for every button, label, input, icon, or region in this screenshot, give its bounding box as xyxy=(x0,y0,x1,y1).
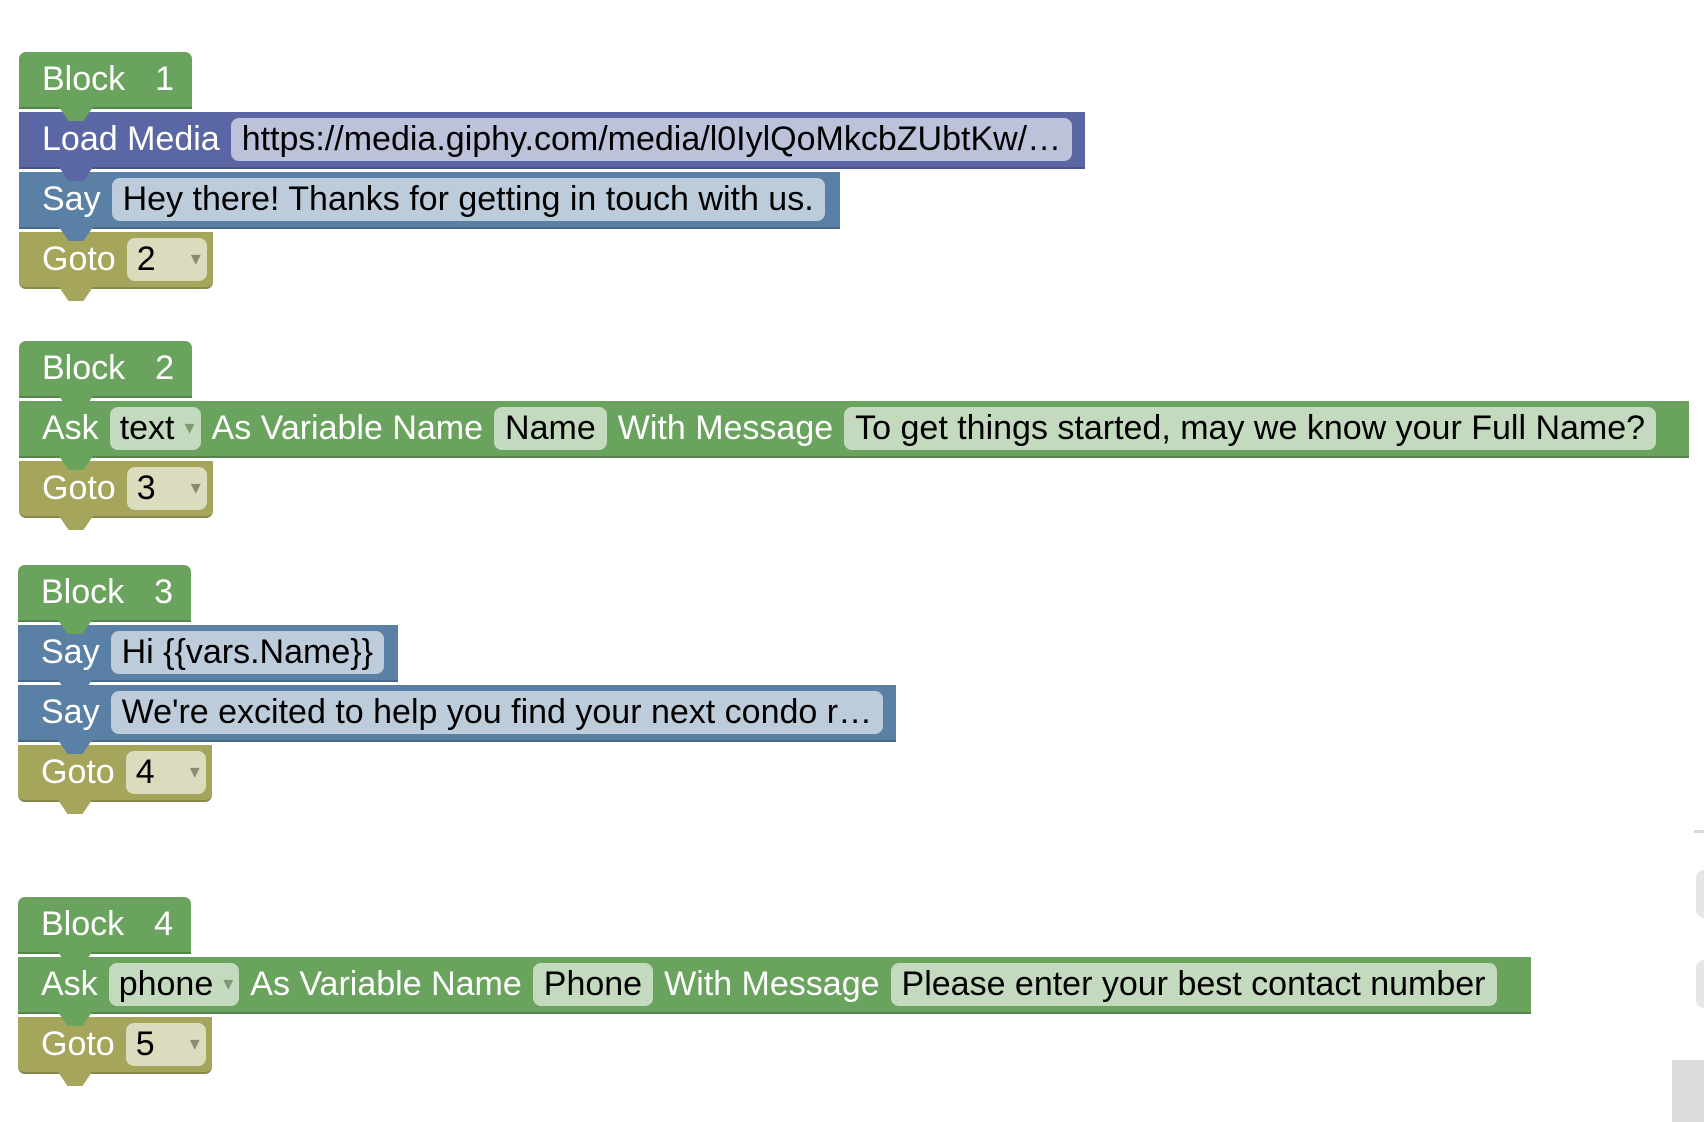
block-number: 3 xyxy=(154,573,174,611)
dropdown-arrow-icon: ▾ xyxy=(189,1033,200,1055)
zoom-in-icon[interactable] xyxy=(1696,870,1704,918)
load-media-block[interactable]: Load Media https://media.giphy.com/media… xyxy=(19,112,1085,181)
goto-dropdown[interactable]: 2 ▾ xyxy=(126,238,207,281)
ask-message-field[interactable]: Please enter your best contact number xyxy=(890,963,1497,1006)
block-header[interactable]: Block 2 xyxy=(19,341,192,410)
block-header[interactable]: Block 3 xyxy=(18,565,191,634)
zoom-out-icon[interactable] xyxy=(1696,960,1704,1008)
goto-label: Goto xyxy=(41,753,115,791)
block-group-2[interactable]: Block 2 Ask text ▾ As Variable Name Name… xyxy=(19,341,1704,530)
block-title: Block xyxy=(42,349,126,387)
input-type-dropdown[interactable]: text ▾ xyxy=(109,407,201,450)
goto-dropdown[interactable]: 3 ▾ xyxy=(126,467,207,510)
ask-message-field[interactable]: To get things started, may we know your … xyxy=(844,407,1657,450)
zoom-controls-fragment[interactable] xyxy=(1694,830,1704,833)
block-title: Block xyxy=(41,905,125,943)
block-header[interactable]: Block 4 xyxy=(18,897,191,966)
goto-value: 5 xyxy=(135,1025,155,1063)
goto-block[interactable]: Goto 5 ▾ xyxy=(18,1017,212,1086)
say-label: Say xyxy=(42,180,101,218)
block-connector xyxy=(59,167,93,181)
block-connector xyxy=(58,620,92,634)
block-connector xyxy=(58,680,92,694)
goto-dropdown[interactable]: 4 ▾ xyxy=(125,751,206,794)
input-type-dropdown[interactable]: phone ▾ xyxy=(108,963,240,1006)
dropdown-arrow-icon: ▾ xyxy=(190,477,201,499)
say-label: Say xyxy=(41,693,100,731)
block-connector xyxy=(58,740,92,754)
say-message-field[interactable]: Hi {{vars.Name}} xyxy=(110,631,384,674)
goto-block[interactable]: Goto 2 ▾ xyxy=(19,232,213,301)
block-connector xyxy=(59,287,93,301)
block-connector xyxy=(59,396,93,410)
block-number: 1 xyxy=(155,60,175,98)
message-label: With Message xyxy=(617,409,834,447)
variable-name-label: As Variable Name xyxy=(211,409,484,447)
block-group-3[interactable]: Block 3 Say Hi {{vars.Name}} Say We're e… xyxy=(18,565,1704,814)
block-title: Block xyxy=(42,60,126,98)
goto-label: Goto xyxy=(41,1025,115,1063)
dropdown-arrow-icon: ▾ xyxy=(190,248,201,270)
variable-name-label: As Variable Name xyxy=(250,965,522,1003)
block-connector xyxy=(58,1012,92,1026)
dropdown-arrow-icon: ▾ xyxy=(189,761,200,783)
goto-value: 2 xyxy=(136,240,156,278)
block-number: 2 xyxy=(155,349,175,387)
say-message-field[interactable]: We're excited to help you find your next… xyxy=(110,691,884,734)
media-url-field[interactable]: https://media.giphy.com/media/l0IylQoMkc… xyxy=(230,118,1073,161)
block-connector xyxy=(59,227,93,241)
load-media-label: Load Media xyxy=(42,120,220,158)
variable-name-field[interactable]: Name xyxy=(494,407,607,450)
goto-label: Goto xyxy=(42,240,116,278)
say-block[interactable]: Say Hey there! Thanks for getting in tou… xyxy=(19,172,840,241)
input-type-value: phone xyxy=(118,965,214,1003)
block-header[interactable]: Block 1 xyxy=(19,52,192,121)
variable-name-field[interactable]: Phone xyxy=(532,963,654,1006)
block-connector xyxy=(58,800,92,814)
input-type-value: text xyxy=(119,409,175,447)
dropdown-arrow-icon: ▾ xyxy=(184,417,195,439)
goto-block[interactable]: Goto 4 ▾ xyxy=(18,745,212,814)
message-label: With Message xyxy=(664,965,880,1003)
block-group-1[interactable]: Block 1 Load Media https://media.giphy.c… xyxy=(19,52,1704,301)
goto-value: 4 xyxy=(135,753,155,791)
goto-block[interactable]: Goto 3 ▾ xyxy=(19,461,213,530)
block-title: Block xyxy=(41,573,125,611)
ask-label: Ask xyxy=(41,965,98,1003)
block-connector xyxy=(58,952,92,966)
say-block[interactable]: Say Hi {{vars.Name}} xyxy=(18,625,398,694)
goto-value: 3 xyxy=(136,469,156,507)
block-group-4[interactable]: Block 4 Ask phone ▾ As Variable Name Pho… xyxy=(18,897,1704,1086)
say-block[interactable]: Say We're excited to help you find your … xyxy=(18,685,896,754)
trash-can-icon[interactable] xyxy=(1672,1060,1704,1122)
goto-dropdown[interactable]: 5 ▾ xyxy=(125,1023,206,1066)
say-message-field[interactable]: Hey there! Thanks for getting in touch w… xyxy=(111,178,825,221)
goto-label: Goto xyxy=(42,469,116,507)
say-label: Say xyxy=(41,633,100,671)
ask-block[interactable]: Ask phone ▾ As Variable Name Phone With … xyxy=(18,957,1531,1026)
ask-label: Ask xyxy=(42,409,99,447)
block-connector xyxy=(59,107,93,121)
ask-block[interactable]: Ask text ▾ As Variable Name Name With Me… xyxy=(19,401,1689,470)
block-number: 4 xyxy=(154,905,174,943)
block-connector xyxy=(58,1072,92,1086)
block-connector xyxy=(59,456,93,470)
block-connector xyxy=(59,516,93,530)
dropdown-arrow-icon: ▾ xyxy=(223,973,234,995)
